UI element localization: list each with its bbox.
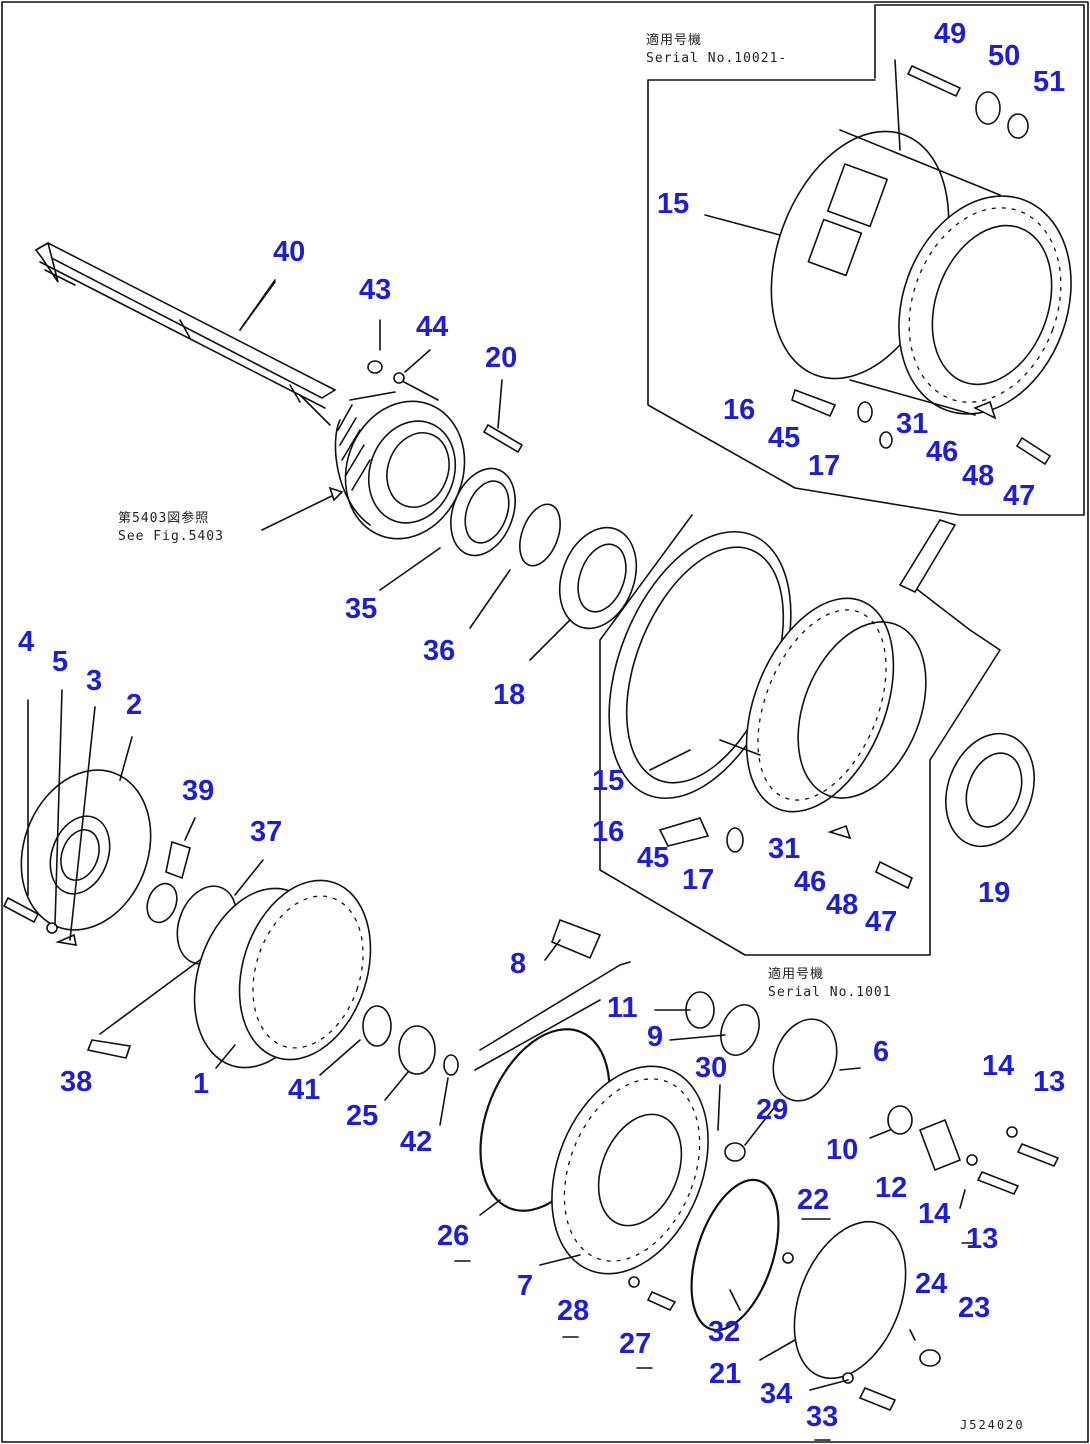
callout-5[interactable]: 5 [52,646,69,678]
callout-21[interactable]: 21 [709,1358,742,1390]
callout-20[interactable]: 20 [485,342,518,374]
callout-19[interactable]: 19 [978,877,1011,909]
lock-plate-12 [918,1118,1060,1196]
callout-12[interactable]: 12 [875,1172,908,1204]
hub-assembly [261,360,638,630]
spacer-41 [362,1005,392,1047]
callout-2[interactable]: 2 [126,689,143,721]
callout-4[interactable]: 4 [18,626,35,658]
ring-42 [443,1054,459,1076]
callout-45b[interactable]: 45 [637,842,670,874]
callout-29[interactable]: 29 [756,1094,789,1126]
callout-42[interactable]: 42 [400,1126,433,1158]
planet-gear-set [550,918,913,1162]
callout-31[interactable]: 31 [896,408,929,440]
callout-1[interactable]: 1 [193,1068,210,1100]
callout-43[interactable]: 43 [359,274,392,306]
callout-17[interactable]: 17 [808,450,841,482]
applicable-label: 適用号機 [646,33,703,48]
callout-6[interactable]: 6 [873,1036,890,1068]
callout-33[interactable]: 33 [806,1401,839,1433]
callout-18[interactable]: 18 [493,679,526,711]
callout-14b[interactable]: 14 [918,1198,951,1230]
callout-41[interactable]: 41 [288,1074,321,1106]
callout-27[interactable]: 27 [619,1328,652,1360]
applicable-label: 適用号機 [768,967,825,982]
callout-23[interactable]: 23 [958,1292,991,1324]
callout-32[interactable]: 32 [708,1316,741,1348]
callout-35[interactable]: 35 [345,593,378,625]
see-fig-en: See Fig.5403 [118,528,224,544]
inset-frame-top [647,4,1085,516]
callout-26[interactable]: 26 [437,1220,470,1252]
underline-ticks [454,1218,976,1441]
callout-28[interactable]: 28 [557,1295,590,1327]
callout-10[interactable]: 10 [826,1134,859,1166]
applicable-serial-note-bottom: 適用号機 Serial No.1001 [768,966,892,1001]
callout-17b[interactable]: 17 [682,864,715,896]
callout-47b[interactable]: 47 [865,906,898,938]
brake-drum-lower [608,519,957,890]
callout-16[interactable]: 16 [723,394,756,426]
callout-13b[interactable]: 13 [966,1223,999,1255]
callout-46[interactable]: 46 [926,436,959,468]
callout-39[interactable]: 39 [182,775,215,807]
callout-22[interactable]: 22 [797,1184,830,1216]
leader-lines [27,214,966,1391]
bearing-19 [945,732,1035,848]
callout-13[interactable]: 13 [1033,1066,1066,1098]
callout-16b[interactable]: 16 [592,816,625,848]
callout-46b[interactable]: 46 [794,866,827,898]
callout-40[interactable]: 40 [273,236,306,268]
callout-38[interactable]: 38 [60,1066,93,1098]
callout-51[interactable]: 51 [1033,66,1066,98]
brake-housing-upper [770,59,1072,466]
callout-25[interactable]: 25 [346,1100,379,1132]
callout-49[interactable]: 49 [934,18,967,50]
see-fig-jp: 第5403図参照 [118,511,210,526]
callout-15b[interactable]: 15 [592,765,625,797]
applicable-serial-note-top: 適用号機 Serial No.10021- [646,32,787,67]
callout-44[interactable]: 44 [416,311,449,343]
cover-21 [782,1220,941,1412]
callout-30[interactable]: 30 [695,1052,728,1084]
carrier-7 [474,961,709,1312]
o-ring-32 [690,1178,780,1332]
callout-11[interactable]: 11 [607,992,638,1024]
inset-frame-bottom [599,514,1001,956]
ring-drum-1 [193,879,372,1069]
callout-34[interactable]: 34 [760,1378,793,1410]
callout-15[interactable]: 15 [657,188,690,220]
see-figure-note: 第5403図参照 See Fig.5403 [118,510,224,545]
callout-31b[interactable]: 31 [768,833,801,865]
callout-7[interactable]: 7 [517,1270,534,1302]
serial-number-label: Serial No.1001 [768,984,892,1000]
serial-number-label: Serial No.10021- [646,50,788,66]
callout-8[interactable]: 8 [510,948,527,980]
ring-gear-2 [2,769,152,946]
callout-48[interactable]: 48 [962,460,995,492]
callout-48b[interactable]: 48 [826,889,859,921]
callout-45[interactable]: 45 [768,422,801,454]
callout-9[interactable]: 9 [647,1021,664,1053]
callout-24[interactable]: 24 [915,1268,948,1300]
callout-47[interactable]: 47 [1003,480,1036,512]
axle-shaft [34,241,337,426]
drawing-code: J524020 [960,1418,1025,1432]
callout-50[interactable]: 50 [988,40,1021,72]
callout-36[interactable]: 36 [423,635,456,667]
callout-14[interactable]: 14 [982,1050,1015,1082]
callout-37[interactable]: 37 [250,816,283,848]
callout-3[interactable]: 3 [86,665,103,697]
gear-25 [398,1025,436,1075]
